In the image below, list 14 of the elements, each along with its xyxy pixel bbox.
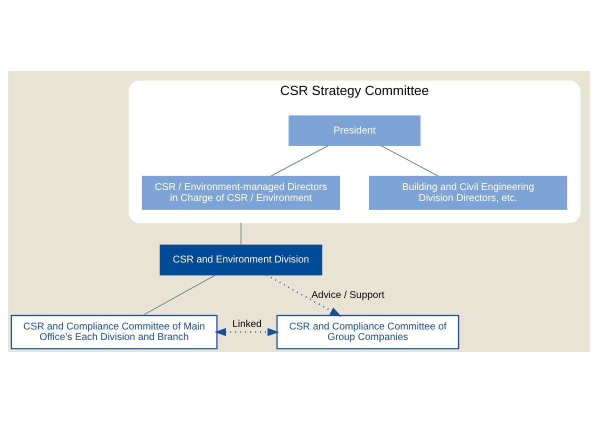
connector: [270, 145, 328, 177]
node-box: Building and Civil Engineering Division Directors, etc.: [369, 176, 568, 210]
connector: [142, 274, 216, 316]
node-box: President: [288, 115, 420, 146]
node-box: CSR and Compliance Committee of Main Office’s Each Division and Branch: [10, 314, 218, 350]
node-box: CSR and Compliance Committee of Group Companies: [276, 314, 460, 350]
edge-label: Linked: [232, 318, 262, 330]
node-box: CSR / Environment-managed Directors in Charge of CSR / Environment: [142, 176, 340, 210]
arrow: [266, 274, 342, 317]
node-box: CSR and Environment Division: [160, 244, 322, 276]
arrow: [214, 328, 280, 336]
edge-label: Advice / Support: [311, 290, 384, 301]
connector: [240, 222, 242, 246]
connector: [380, 145, 439, 177]
